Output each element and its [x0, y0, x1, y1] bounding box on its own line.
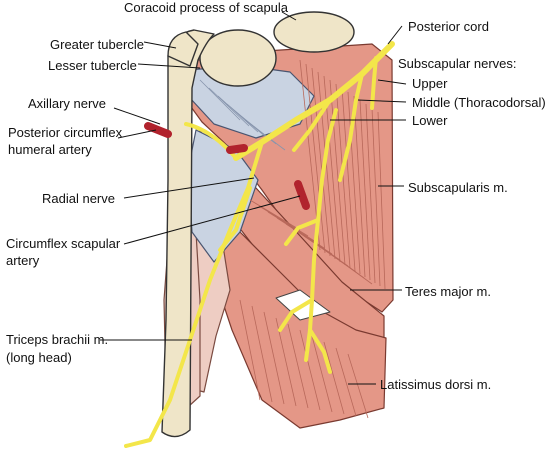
muscle-striation [311, 67, 331, 257]
upper-subscapular-nerve [370, 56, 378, 110]
muscle-striation [199, 79, 241, 121]
leader-coracoid [281, 11, 297, 21]
muscle-striation [329, 79, 346, 266]
muscle-striation [330, 253, 373, 285]
leader-posterior-cord [387, 25, 403, 45]
label-latissimus-dorsi: Latissimus dorsi m. [380, 377, 492, 392]
muscle-striation [258, 205, 309, 237]
muscle-striation [335, 347, 357, 417]
leader-lesser-tubercle [137, 63, 201, 69]
label-circumflex-scapular-line2: artery [6, 253, 40, 268]
artery-layer [144, 122, 310, 210]
label-post-circ-artery-line2: humeral artery [8, 142, 92, 157]
humeral-head-bone [199, 29, 277, 87]
label-coracoid-process: Coracoid process of scapula [124, 0, 289, 15]
circumflex-scapular-artery [294, 180, 310, 210]
muscle-striation [287, 323, 309, 409]
radial-nerve-branch [218, 186, 252, 252]
label-middle-thoracodorsal: Middle (Thoracodorsal) [412, 95, 545, 110]
lower-subscapular-nerve [292, 98, 332, 152]
leader-circ-scap [123, 195, 301, 245]
muscle-striation [359, 99, 371, 281]
leader-upper [377, 79, 407, 85]
label-subscapularis: Subscapularis m. [408, 180, 508, 195]
label-lower: Lower [412, 113, 448, 128]
muscle-striation [267, 211, 317, 243]
label-circumflex-scapular-line1: Circumflex scapular [6, 236, 121, 251]
posterior-circumflex-humeral-artery [144, 122, 248, 154]
muscle-striation [311, 335, 333, 413]
leader-axillary-nerve [113, 107, 161, 125]
muscle-striation [371, 107, 381, 287]
greater-tubercle-bone [167, 31, 199, 67]
muscle-striation [305, 63, 326, 254]
label-post-circ-artery-line1: Posterior circumflex [8, 125, 123, 140]
radial-nerve [124, 140, 264, 448]
thoracodorsal-branch-1 [284, 218, 320, 246]
leader-line-layer [100, 11, 407, 385]
muscle-striation [239, 299, 261, 401]
label-posterior-cord: Posterior cord [408, 19, 489, 34]
striation-layer [199, 59, 386, 419]
leader-middle [357, 99, 407, 103]
thoracodorsal-nerve [304, 108, 338, 362]
label-lesser-tubercle: Lesser tubercle [48, 58, 137, 73]
leader-post-circ-artery [117, 129, 157, 139]
label-upper: Upper [412, 76, 448, 91]
label-triceps-line1: Triceps brachii m. [6, 332, 109, 347]
label-subscapular-nerves: Subscapular nerves: [398, 56, 517, 71]
coracoid-process-bone [273, 11, 355, 53]
posterior-cord-nerve [233, 41, 395, 161]
muscle-striation [299, 329, 321, 411]
muscle-striation [347, 353, 369, 419]
muscle-striation [323, 341, 345, 415]
muscle-striation [365, 103, 376, 284]
muscle-layer [161, 11, 394, 438]
muscle-striation [244, 119, 286, 151]
label-greater-tubercle: Greater tubercle [50, 37, 144, 52]
label-triceps-line2: (long head) [6, 350, 72, 365]
muscle-striation [275, 317, 297, 407]
muscle-striation [249, 199, 301, 231]
thoracodorsal-branch-3 [308, 328, 332, 374]
label-teres-major: Teres major m. [405, 284, 491, 299]
thoracodorsal-branch-2 [278, 298, 314, 332]
muscle-striation [208, 87, 250, 127]
leader-greater-tubercle [143, 41, 177, 49]
label-axillary-nerve: Axillary nerve [28, 96, 107, 111]
muscle-striation [341, 87, 356, 272]
muscle-striation [347, 91, 361, 275]
label-radial-nerve: Radial nerve [42, 191, 115, 206]
muscle-striation [263, 311, 285, 405]
muscle-striation [251, 305, 273, 403]
leader-radial-nerve [123, 177, 255, 199]
muscle-striation [377, 111, 386, 290]
latissimus-dorsi-muscle [211, 213, 387, 429]
muscle-striation [353, 95, 366, 278]
